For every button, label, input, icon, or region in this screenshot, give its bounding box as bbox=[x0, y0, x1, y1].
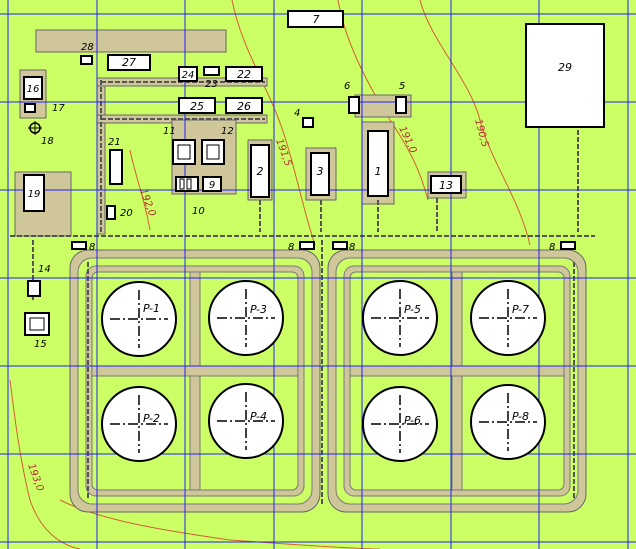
building-3: 3 bbox=[310, 152, 330, 196]
building-21: 21 bbox=[108, 137, 123, 185]
building-10: 10 bbox=[175, 176, 205, 217]
building-7: 7 bbox=[287, 10, 344, 28]
tank-label: P-3 bbox=[250, 303, 267, 316]
building-23: 23 bbox=[203, 66, 220, 90]
tank-P-7: P-7 bbox=[470, 280, 546, 356]
building-1: 1 bbox=[367, 130, 389, 197]
tank-label: P-4 bbox=[250, 410, 267, 423]
building-29: 29 bbox=[525, 23, 605, 128]
building-label: 27 bbox=[122, 56, 136, 69]
tank-P-8: P-8 bbox=[470, 384, 546, 460]
building-label: 8 bbox=[288, 242, 294, 253]
building-label: 8 bbox=[89, 242, 95, 253]
building-8-center: 8 bbox=[288, 241, 315, 253]
building-11: 11 bbox=[163, 126, 196, 165]
building-label: 25 bbox=[190, 100, 204, 113]
building-9: 9 bbox=[202, 176, 222, 192]
building-6: 6 bbox=[344, 81, 360, 114]
building-4: 4 bbox=[294, 108, 314, 128]
building-label: 28 bbox=[81, 42, 94, 53]
building-17: 17 bbox=[24, 103, 65, 114]
building-label: 22 bbox=[237, 68, 251, 81]
building-label: 15 bbox=[34, 339, 47, 350]
building-8-far-east: 8 bbox=[549, 241, 576, 253]
building-label: 16 bbox=[27, 84, 40, 95]
building-22: 22 bbox=[225, 66, 263, 82]
building-2: 2 bbox=[250, 144, 270, 198]
building-5: 5 bbox=[395, 81, 407, 114]
building-label: 14 bbox=[38, 264, 51, 275]
tank-P-3: P-3 bbox=[208, 280, 284, 356]
building-label: 12 bbox=[221, 126, 234, 137]
building-19: 19 bbox=[23, 174, 45, 212]
building-14: 14 bbox=[27, 264, 51, 297]
building-label: 11 bbox=[163, 126, 176, 137]
tank-label: P-6 bbox=[404, 414, 421, 427]
building-label: 9 bbox=[209, 180, 215, 191]
tank-P-2: P-2 bbox=[101, 386, 177, 462]
building-26: 26 bbox=[225, 97, 263, 114]
building-label: 17 bbox=[52, 103, 65, 114]
building-label: 21 bbox=[108, 137, 121, 148]
building-27: 27 bbox=[107, 54, 151, 71]
tank-label: P-1 bbox=[143, 302, 160, 315]
building-24: 24 bbox=[178, 66, 198, 82]
building-8-west: 8 bbox=[71, 241, 95, 253]
building-label: 10 bbox=[192, 206, 205, 217]
building-12: 12 bbox=[201, 126, 234, 165]
building-label: 8 bbox=[349, 242, 355, 253]
building-label: 18 bbox=[41, 136, 54, 147]
building-label: 26 bbox=[237, 100, 251, 113]
tank-label: P-7 bbox=[512, 303, 529, 316]
building-28: 28 bbox=[80, 42, 94, 65]
tank-label: P-2 bbox=[143, 412, 160, 425]
building-label: 3 bbox=[317, 165, 324, 178]
building-label: 19 bbox=[28, 189, 41, 200]
tank-label: P-5 bbox=[404, 303, 421, 316]
building-label: 8 bbox=[549, 242, 555, 253]
building-15: 15 bbox=[24, 312, 50, 350]
tank-P-4: P-4 bbox=[208, 383, 284, 459]
building-label: 23 bbox=[205, 79, 218, 90]
building-label: 13 bbox=[439, 179, 453, 192]
building-16: 16 bbox=[23, 76, 43, 100]
building-25: 25 bbox=[178, 97, 216, 114]
building-label: 7 bbox=[313, 13, 320, 26]
contour-lines bbox=[9, 0, 531, 549]
building-label: 1 bbox=[375, 165, 382, 178]
tank-label: P-8 bbox=[512, 410, 529, 423]
building-label: 5 bbox=[399, 81, 405, 92]
tank-P-5: P-5 bbox=[362, 280, 438, 356]
building-label: 29 bbox=[558, 61, 572, 74]
building-20: 20 bbox=[106, 205, 133, 220]
building-label: 24 bbox=[182, 70, 195, 81]
building-label: 6 bbox=[344, 81, 350, 92]
tank-P-1: P-1 bbox=[101, 281, 177, 357]
building-18: 18 bbox=[28, 121, 54, 147]
building-label: 20 bbox=[120, 208, 133, 219]
building-label: 2 bbox=[257, 165, 264, 178]
tank-P-6: P-6 bbox=[362, 386, 438, 462]
building-label: 4 bbox=[294, 108, 300, 119]
building-8-east: 8 bbox=[332, 241, 355, 253]
building-13: 13 bbox=[430, 175, 462, 194]
